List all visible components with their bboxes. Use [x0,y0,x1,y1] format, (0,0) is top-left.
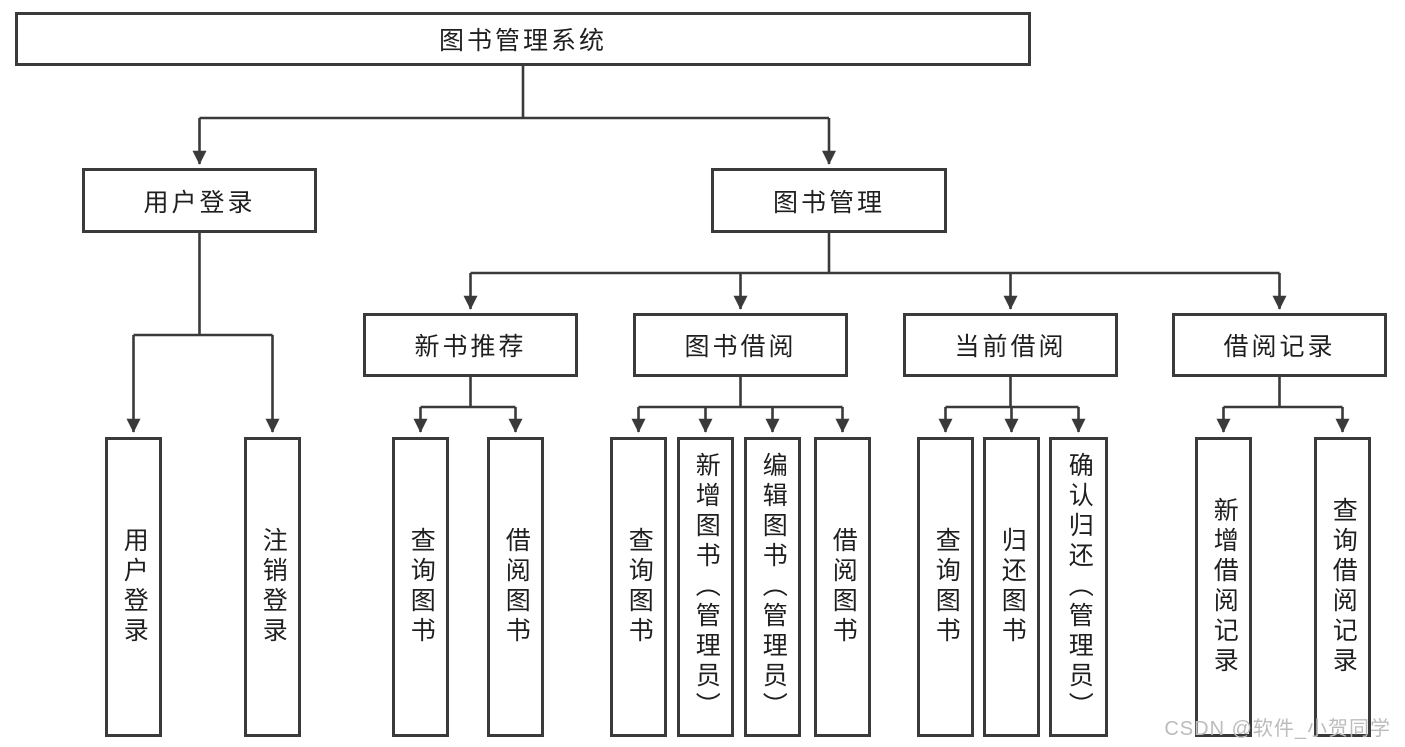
leaf-logout: 注销登录 [244,437,301,737]
connector-borrow-records [1216,377,1350,433]
node-book-management-branch: 图书管理 [711,168,947,233]
node-book-management-branch-label: 图书管理 [772,188,885,217]
leaf-add-borrow-record: 新增借阅记录 [1195,437,1252,737]
leaf-query-books-borrow-label: 查询图书 [625,527,654,647]
node-borrow-records: 借阅记录 [1172,313,1387,377]
leaf-logout-label: 注销登录 [259,527,288,647]
leaf-query-books-borrow: 查询图书 [610,437,667,737]
node-current-borrow: 当前借阅 [903,313,1118,377]
node-root: 图书管理系统 [15,12,1031,66]
leaf-query-borrow-record: 查询借阅记录 [1314,437,1371,737]
leaf-add-book-admin-label: 新增图书（管理员） [692,452,721,722]
leaf-edit-book-admin-label: 编辑图书（管理员） [759,452,788,722]
leaf-borrow-books-borrow-label: 借阅图书 [829,527,858,647]
leaf-borrow-books-recommend-label: 借阅图书 [502,527,531,647]
node-book-borrow-label: 图书借阅 [684,333,797,361]
leaf-edit-book-admin: 编辑图书（管理员） [744,437,801,737]
connector-new-book-recommend [413,377,523,433]
node-borrow-records-label: 借阅记录 [1223,333,1336,361]
leaf-borrow-books-borrow: 借阅图书 [814,437,871,737]
connector-user-login [126,233,280,433]
leaf-user-login: 用户登录 [105,437,162,737]
leaf-borrow-books-recommend: 借阅图书 [487,437,544,737]
connector-book-management [463,233,1287,310]
node-user-login-branch: 用户登录 [82,168,317,233]
node-current-borrow-label: 当前借阅 [954,333,1067,361]
leaf-add-borrow-record-label: 新增借阅记录 [1210,497,1239,677]
leaf-confirm-return-admin-label: 确认归还（管理员） [1065,452,1094,722]
leaf-confirm-return-admin: 确认归还（管理员） [1049,437,1108,737]
leaf-return-book-label: 归还图书 [998,527,1027,647]
leaf-user-login-label: 用户登录 [120,527,149,647]
node-new-book-recommend-label: 新书推荐 [414,333,527,361]
leaf-query-books-recommend-label: 查询图书 [407,527,436,647]
connector-root [192,66,836,165]
node-book-borrow: 图书借阅 [633,313,848,377]
leaf-return-book: 归还图书 [983,437,1040,737]
watermark-text: CSDN @软件_小贺同学 [1164,718,1391,740]
leaf-query-books-recommend: 查询图书 [392,437,449,737]
node-new-book-recommend: 新书推荐 [363,313,578,377]
leaf-add-book-admin: 新增图书（管理员） [677,437,734,737]
connector-book-borrow [631,377,850,433]
connector-current-borrow [938,377,1086,433]
leaf-query-books-current-label: 查询图书 [932,527,961,647]
leaf-query-books-current: 查询图书 [917,437,974,737]
leaf-query-borrow-record-label: 查询借阅记录 [1329,497,1358,677]
node-user-login-branch-label: 用户登录 [143,188,256,217]
node-root-label: 图书管理系统 [438,27,607,55]
